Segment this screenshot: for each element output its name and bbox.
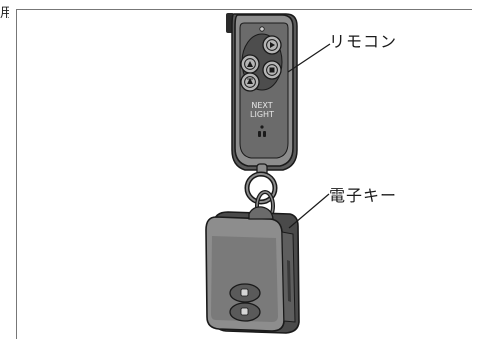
stop-button-icon [262, 60, 282, 80]
smart-key-callout-label: 電子キー [329, 186, 398, 205]
lock-button-icon [240, 54, 260, 74]
key-unlock-button-icon [229, 302, 261, 322]
button-cluster [240, 33, 283, 92]
edge-heading-fragment: 用 [0, 6, 9, 21]
remote-callout-label: リモコン [329, 32, 398, 51]
led-indicator [259, 26, 265, 32]
remote-control: NEXT LIGHT [226, 13, 298, 171]
remote-callout-line [287, 43, 331, 73]
smart-key [205, 206, 300, 334]
remote-brand-line2: LIGHT [250, 110, 274, 119]
play-button-icon [262, 35, 282, 55]
sensor-icon [258, 125, 266, 137]
remote-brand-line1: NEXT [251, 101, 272, 110]
illustration-frame [16, 9, 472, 339]
key-lock-button-icon [229, 283, 261, 303]
key-callout-line [288, 193, 330, 229]
unlock-button-icon [240, 72, 260, 92]
